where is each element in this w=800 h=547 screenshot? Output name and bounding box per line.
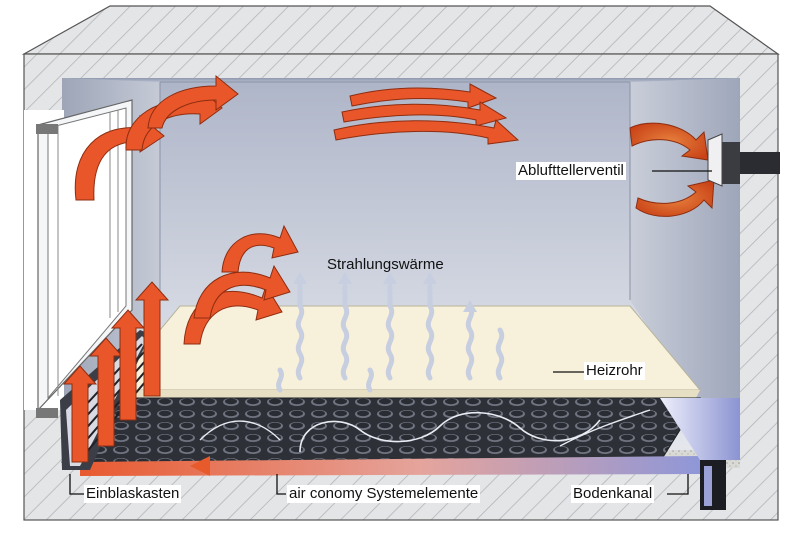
- radiant-heat-wave-icon: [295, 283, 305, 381]
- exhaust-valve-label: Ablufttellerventil: [516, 162, 626, 180]
- system-elements-label: air conomy Systemelemente: [287, 485, 481, 503]
- radiant-heat-wave-icon: [385, 283, 395, 381]
- exhaust-arrows: [629, 122, 715, 217]
- radiant-heat-wave-icon: [495, 327, 505, 381]
- radiant-heat-wave-icon: [340, 283, 350, 381]
- floor-channel-duct: [660, 398, 740, 510]
- warm-air-arrow-icon: [333, 119, 520, 145]
- radiant-heat-wave-icon: [366, 367, 374, 393]
- roof-slab: [21, 5, 780, 55]
- window: [24, 99, 133, 418]
- heating-pipe: [299, 411, 601, 453]
- warm-air-arrow-icon: [629, 122, 709, 161]
- warm-air-arrow-icon: [134, 281, 170, 397]
- radiant-heat-waves: [276, 283, 505, 393]
- warm-air-arrow-icon: [110, 309, 146, 421]
- floor-channel-airflow: [80, 456, 700, 476]
- warm-air-arrow-icon: [62, 365, 98, 463]
- system-elements-grid: [61, 397, 701, 463]
- warm-air-arrow-icon: [88, 337, 124, 447]
- radiant-heat-wave-icon: [425, 283, 435, 381]
- floor-channel-label: Bodenkanal: [571, 485, 655, 503]
- inlet-box-label: Einblaskasten: [84, 485, 182, 503]
- warm-air-arrow-icon: [125, 86, 223, 151]
- radiant-heat-label: Strahlungswärme: [327, 256, 444, 273]
- warm-air-arrow-icon: [147, 74, 239, 129]
- warm-air-arrow-icon: [193, 264, 291, 319]
- radiant-heat-wave-icon: [276, 367, 284, 393]
- heating-pipe-label: Heizrohr: [584, 362, 645, 380]
- warm-air-arrows: [62, 74, 520, 463]
- warm-air-arrow-icon: [221, 224, 299, 273]
- radiant-heat-wave-icon: [465, 303, 475, 381]
- ceiling: [62, 78, 740, 82]
- warm-air-arrow-icon: [341, 101, 508, 127]
- exhaust-valve-icon: [707, 133, 780, 187]
- warm-air-arrow-icon: [349, 83, 498, 109]
- label-leaders: [69, 170, 712, 495]
- floor-construction: [61, 305, 740, 476]
